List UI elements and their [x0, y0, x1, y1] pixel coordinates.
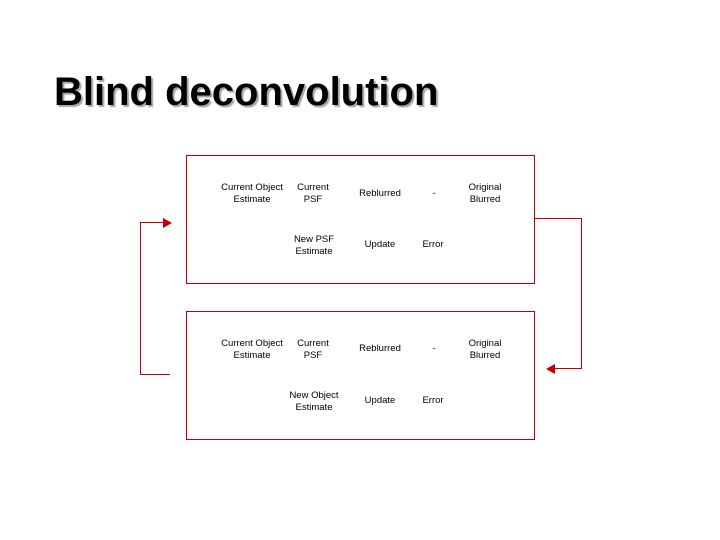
left-feedback-bottom-line: [140, 374, 170, 375]
cell-update-bottom: Update: [364, 395, 396, 406]
cell-reblurred-top: Reblurred: [359, 188, 401, 199]
cell-original-blurred-top: Original Blurred: [468, 182, 502, 205]
cell-minus-bottom: -: [432, 343, 436, 354]
right-feedback-top-line: [535, 218, 582, 219]
cell-new-object-estimate: New Object Estimate: [289, 390, 339, 413]
object-estimation-block: [186, 311, 535, 440]
right-feedback-bottom-line: [555, 368, 582, 369]
left-feedback-arrowhead-icon: [163, 218, 172, 228]
left-feedback-vertical-line: [140, 222, 141, 375]
cell-current-object-estimate-top: Current Object Estimate: [221, 182, 283, 205]
right-feedback-arrowhead-icon: [546, 364, 555, 374]
cell-minus-top: -: [432, 188, 436, 199]
cell-reblurred-bottom: Reblurred: [359, 343, 401, 354]
right-feedback-vertical-line: [581, 218, 582, 368]
cell-current-psf-top: Current PSF: [297, 182, 329, 205]
cell-error-bottom: Error: [422, 395, 444, 406]
cell-original-blurred-bottom: Original Blurred: [468, 338, 502, 361]
page-title: Blind deconvolution: [54, 70, 439, 114]
psf-estimation-block: [186, 155, 535, 284]
cell-current-object-estimate-bottom: Current Object Estimate: [221, 338, 283, 361]
cell-new-psf-estimate: New PSF Estimate: [293, 234, 335, 257]
cell-current-psf-bottom: Current PSF: [297, 338, 329, 361]
left-feedback-top-line: [140, 222, 165, 223]
cell-error-top: Error: [422, 239, 444, 250]
cell-update-top: Update: [364, 239, 396, 250]
